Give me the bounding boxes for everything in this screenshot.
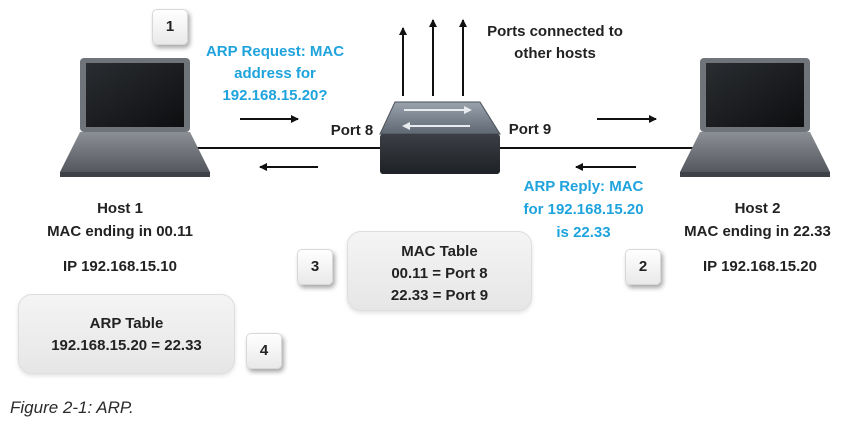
port-9-label: Port 9 (508, 121, 552, 138)
switch-icon (379, 101, 501, 174)
host-2-label: Host 2 MAC ending in 22.33 (670, 197, 845, 243)
step-2-badge: 2 (625, 249, 661, 285)
step-1-badge: 1 (152, 9, 188, 45)
step-4-badge: 4 (246, 333, 282, 369)
mac-table-title: MAC Table (401, 243, 478, 260)
mac-table-row: 22.33 = Port 9 (390, 287, 489, 304)
laptop-icon (60, 58, 210, 177)
host-1-mac: MAC ending in 00.11 (47, 223, 193, 240)
uplinks-label: Ports connected to other hosts (487, 23, 623, 62)
mac-table-row: 00.11 = Port 8 (391, 265, 488, 282)
step-3-badge: 3 (297, 249, 333, 285)
mac-table-card: MAC Table 00.11 = Port 8 22.33 = Port 9 (347, 231, 532, 311)
host-1-ip: IP 192.168.15.10 (63, 258, 177, 275)
host-1-name: Host 1 (97, 200, 143, 217)
host-2-ip: IP 192.168.15.20 (703, 258, 817, 275)
port-8-label: Port 8 (330, 122, 374, 139)
arp-table-title: ARP Table (89, 315, 164, 332)
host-2-mac: MAC ending in 22.33 (684, 223, 831, 240)
figure-caption: Figure 2-1: ARP. (10, 398, 134, 417)
host-2-name: Host 2 (734, 200, 781, 217)
arp-table-row: 192.168.15.20 = 22.33 (51, 337, 202, 354)
arp-reply-label: ARP Reply: MAC for 192.168.15.20 is 22.3… (523, 178, 644, 241)
laptop-icon (680, 58, 830, 177)
arp-table-card: ARP Table 192.168.15.20 = 22.33 (18, 294, 235, 374)
host-1-label: Host 1 MAC ending in 00.11 (35, 197, 205, 243)
arp-request-label: ARP Request: MAC address for 192.168.15.… (205, 43, 345, 104)
